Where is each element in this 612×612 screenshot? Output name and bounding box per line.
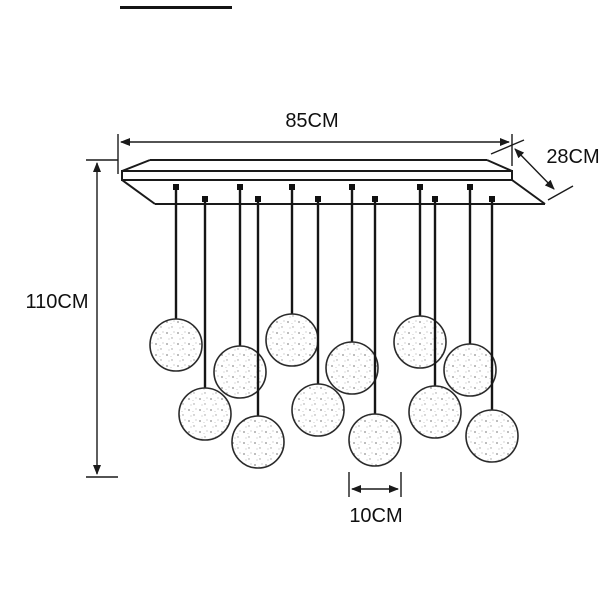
pendant-globe [393, 315, 447, 369]
pendant-globe [291, 383, 345, 437]
cord-attachment [467, 184, 473, 190]
cord-attachment [255, 196, 261, 202]
pendants [149, 184, 519, 469]
dimension-height: 110CM [26, 159, 118, 478]
height-label: 110CM [26, 291, 89, 313]
ceiling-plate [121, 159, 546, 205]
pendant [231, 196, 285, 469]
pendant-globe [465, 409, 519, 463]
pendant-globe [408, 385, 462, 439]
pendant [408, 196, 462, 439]
cord-attachment [432, 196, 438, 202]
pendant [325, 184, 379, 395]
pendant-globe [231, 415, 285, 469]
pendant [393, 184, 447, 369]
width-label: 85CM [285, 110, 338, 132]
pendant-globe [178, 387, 232, 441]
pendant-globe [265, 313, 319, 367]
diameter-label: 10CM [349, 505, 402, 527]
pendant-globe [213, 345, 267, 399]
cord-attachment [349, 184, 355, 190]
cord-attachment [489, 196, 495, 202]
plate-left-top-edge [121, 159, 151, 172]
pendant [291, 196, 345, 437]
pendant-globe [149, 318, 203, 372]
pendant-globe [443, 343, 497, 397]
pendant [149, 184, 203, 372]
dimension-depth: 28CM [490, 139, 600, 201]
cord-attachment [173, 184, 179, 190]
depth-label: 28CM [546, 146, 599, 168]
plate-right-underside-edge [511, 179, 546, 205]
cord-attachment [237, 184, 243, 190]
depth-arrow [514, 148, 555, 190]
pendant [465, 196, 519, 463]
cord-attachment [417, 184, 423, 190]
depth-tick-front [547, 185, 574, 201]
cord-attachment [289, 184, 295, 190]
dimension-width: 85CM [117, 110, 513, 174]
pendant [213, 184, 267, 399]
plate-front-face [121, 170, 513, 181]
plate-right-top-edge [486, 159, 513, 172]
depth-tick-back [490, 139, 525, 155]
pendant-globe [325, 341, 379, 395]
plate-left-underside-edge [121, 179, 156, 205]
pendant [265, 184, 319, 367]
cord-attachment [372, 196, 378, 202]
dimension-globe-diameter: 10CM [348, 472, 403, 527]
top-partial-line [120, 6, 232, 9]
pendant [348, 196, 402, 467]
cord-attachment [315, 196, 321, 202]
pendant [443, 184, 497, 397]
pendant [178, 196, 232, 441]
pendant-globe [348, 413, 402, 467]
cord-attachment [202, 196, 208, 202]
